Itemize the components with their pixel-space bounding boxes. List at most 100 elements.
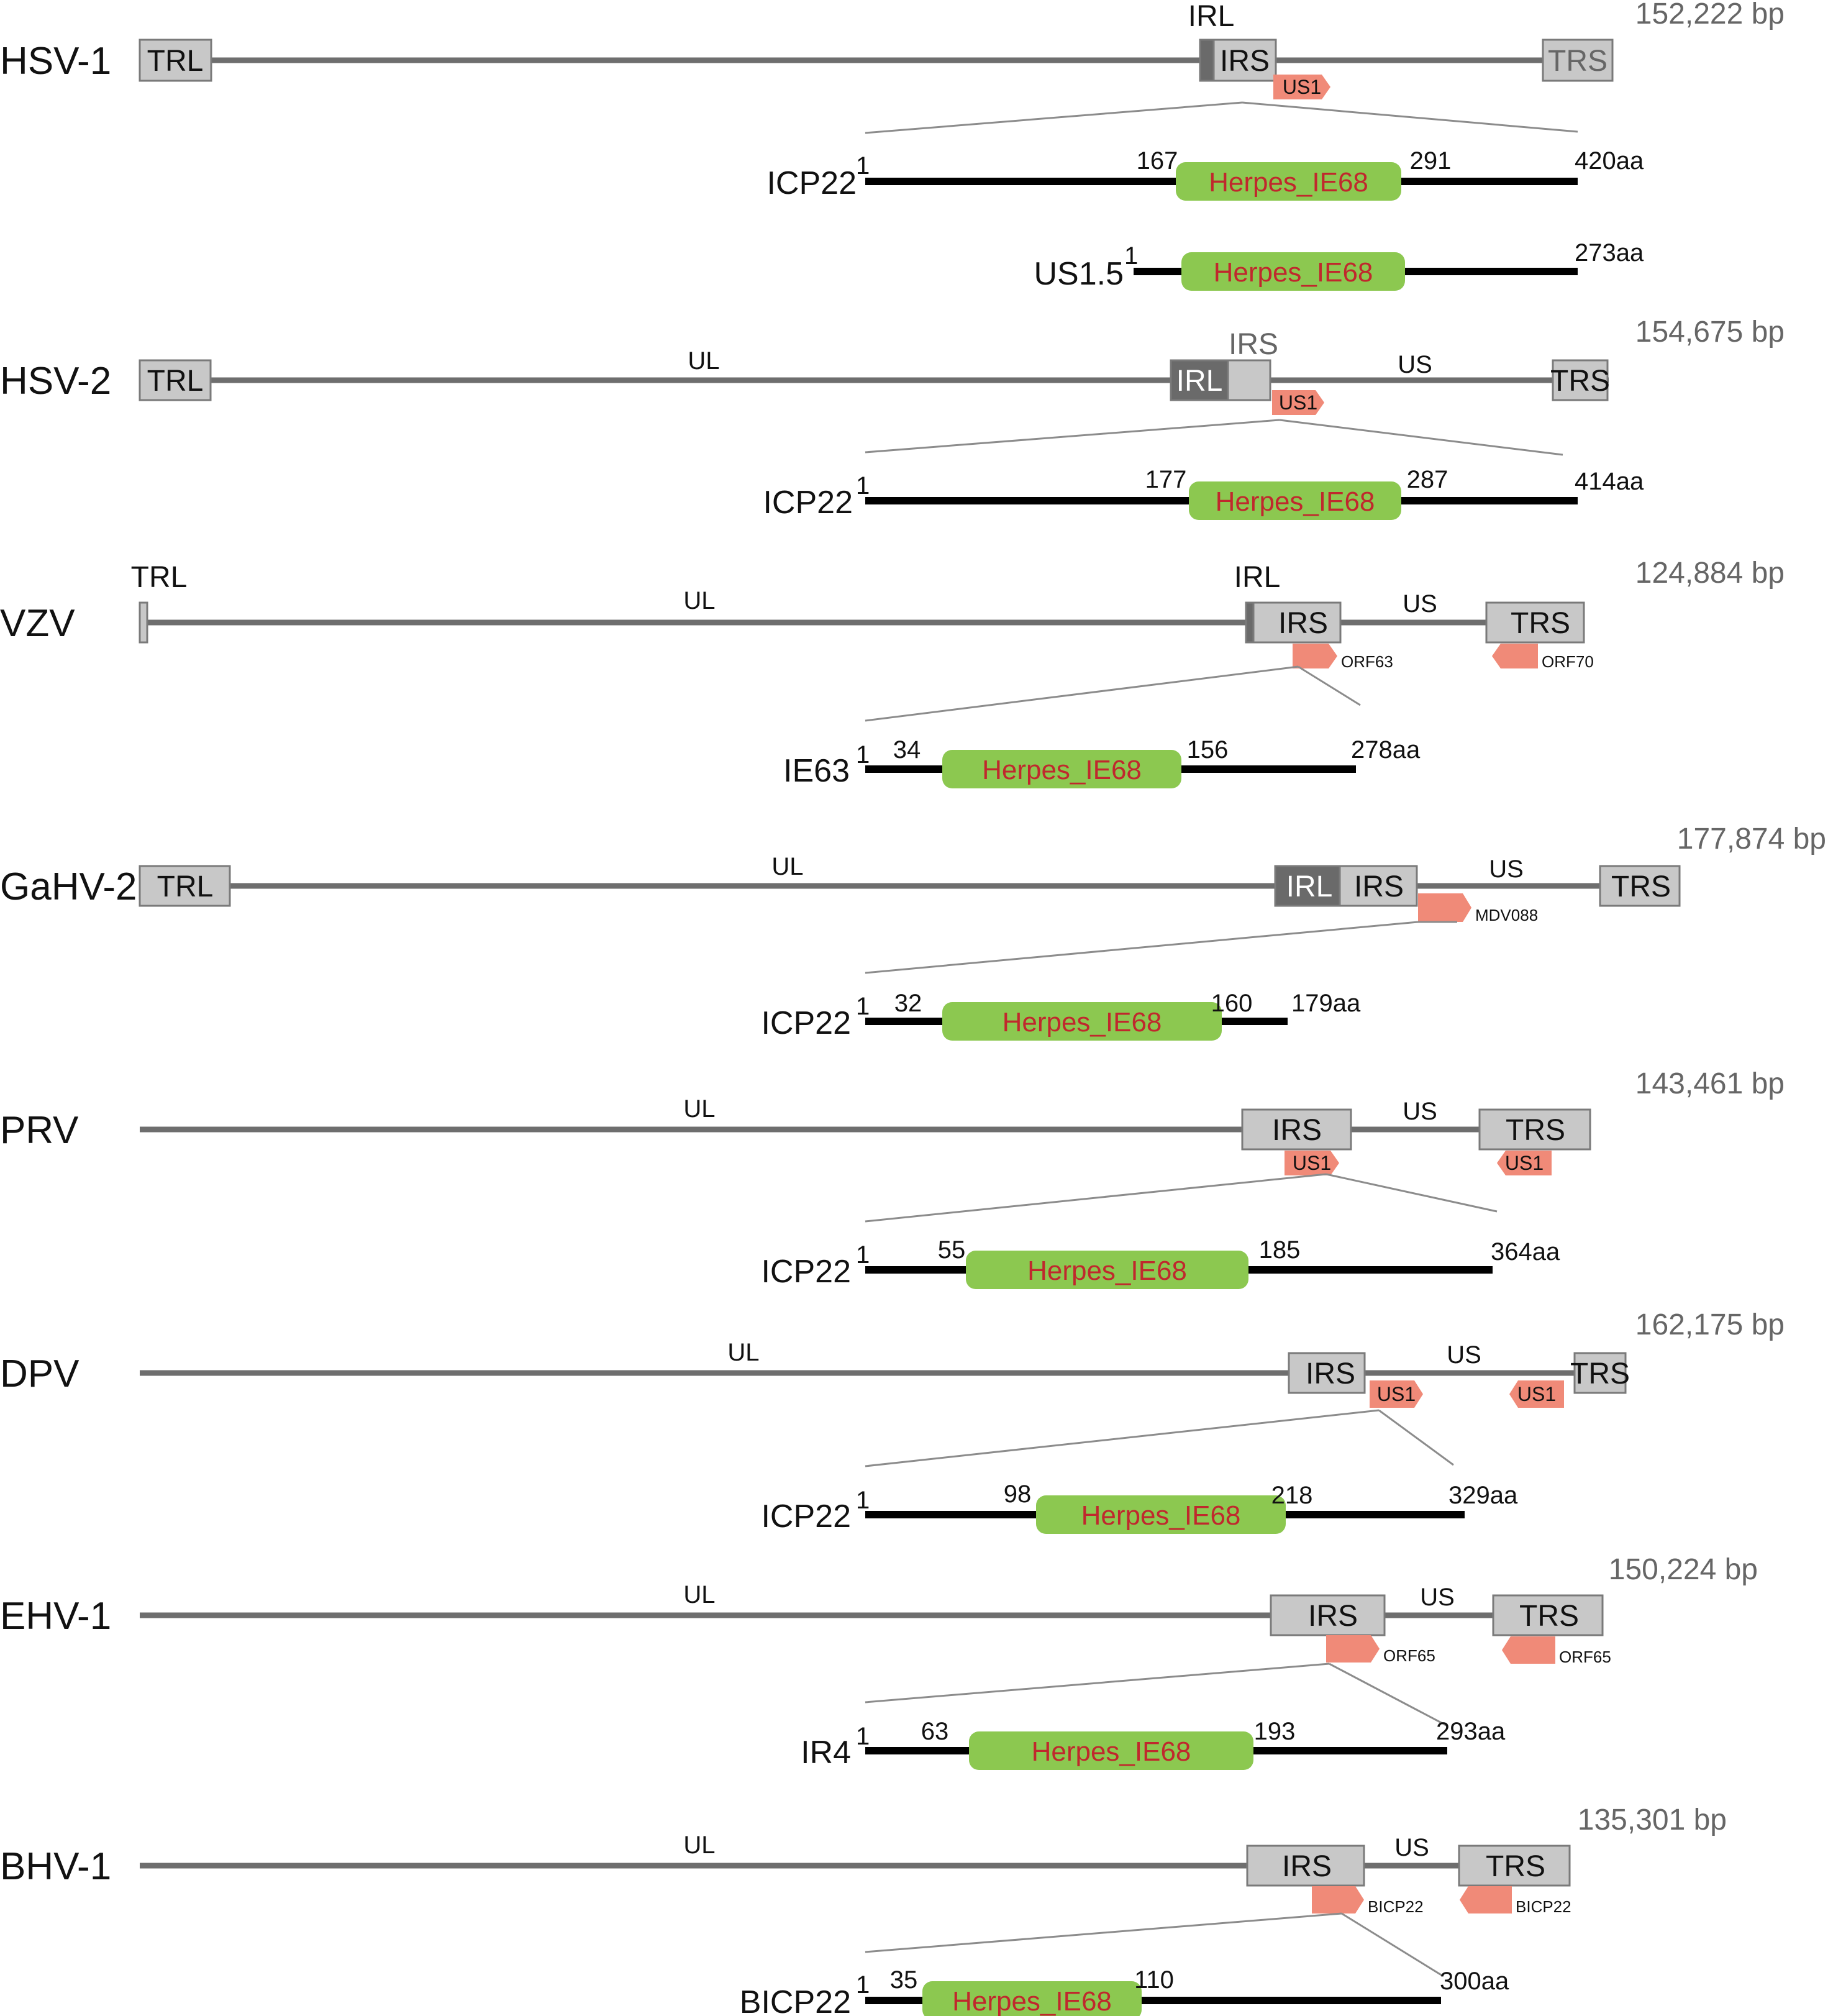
domain-label: Herpes_IE68 bbox=[952, 1986, 1112, 2016]
repeat-box-trs bbox=[1478, 1108, 1591, 1151]
region-label-us: US bbox=[1403, 590, 1437, 618]
protein-name: ICP22 bbox=[761, 1498, 851, 1535]
domain-end: 156 bbox=[1187, 736, 1229, 764]
genome-size: 124,884 bp bbox=[1635, 557, 1785, 590]
gene-label: ORF70 bbox=[1542, 652, 1594, 671]
domain-label: Herpes_IE68 bbox=[1003, 1007, 1162, 1038]
repeat-box-irs bbox=[1270, 1594, 1386, 1636]
repeat-box-trl bbox=[139, 39, 212, 82]
repeat-box-irs bbox=[1252, 601, 1342, 644]
protein-name: ICP22 bbox=[763, 485, 853, 521]
gene-label: US1 bbox=[1517, 1383, 1556, 1405]
repeat-label-irl: IRL bbox=[1176, 365, 1223, 398]
region-label-ul: UL bbox=[683, 1095, 715, 1123]
genome-name: HSV-2 bbox=[0, 360, 111, 403]
herpes-ie68-domain bbox=[942, 1002, 1222, 1041]
domain-start: 35 bbox=[890, 1966, 918, 1994]
repeat-box-trs bbox=[1552, 359, 1609, 401]
repeat-label-trs: TRS bbox=[1611, 870, 1671, 903]
repeat-label-irs: IRS bbox=[1272, 1114, 1322, 1147]
repeat-box-irl bbox=[1170, 359, 1229, 401]
zoom-connector-right bbox=[1341, 1912, 1443, 1977]
repeat-label-irs: IRS bbox=[1306, 1357, 1355, 1390]
gene-label: ORF65 bbox=[1383, 1646, 1435, 1665]
herpes-ie68-domain bbox=[1189, 481, 1401, 520]
repeat-box-trl bbox=[139, 865, 231, 907]
zoom-connector-right bbox=[1279, 419, 1563, 456]
gene-arrow-orf70 bbox=[1492, 644, 1538, 668]
residue-start: 1 bbox=[856, 1241, 870, 1269]
protein-name: BICP22 bbox=[740, 1984, 851, 2016]
repeat-label-irl: IRL bbox=[1188, 0, 1235, 33]
gene-label: US1 bbox=[1505, 1152, 1544, 1174]
repeat-box-trs bbox=[1485, 601, 1585, 644]
region-label-ul: UL bbox=[683, 1581, 715, 1608]
repeat-label-trl: TRL bbox=[147, 45, 204, 78]
zoom-connector-right bbox=[1329, 1663, 1448, 1727]
protein-length: 278aa bbox=[1351, 736, 1421, 764]
protein-length: 300aa bbox=[1440, 1968, 1509, 1995]
repeat-label-irl: IRL bbox=[1286, 870, 1333, 903]
herpes-ie68-domain bbox=[1181, 252, 1405, 291]
repeat-box-trs bbox=[1492, 1594, 1604, 1636]
gene-arrow-us1 bbox=[1370, 1380, 1423, 1408]
protein-length: 179aa bbox=[1291, 990, 1361, 1017]
region-label-ul: UL bbox=[683, 1831, 715, 1859]
residue-start: 1 bbox=[856, 472, 870, 499]
repeat-label-trs: TRS bbox=[1550, 365, 1610, 398]
residue-start: 1 bbox=[856, 1971, 870, 1999]
domain-end: 193 bbox=[1254, 1718, 1296, 1745]
protein-name: ICP22 bbox=[761, 1005, 851, 1041]
domain-end: 160 bbox=[1211, 990, 1253, 1017]
protein-length: 420aa bbox=[1575, 147, 1644, 175]
zoom-connector-left bbox=[865, 665, 1299, 722]
herpes-ie68-domain bbox=[1036, 1495, 1286, 1534]
herpes-ie68-domain bbox=[922, 1981, 1142, 2016]
repeat-label-trs: TRS bbox=[1548, 45, 1607, 78]
zoom-connector-left bbox=[865, 1409, 1380, 1467]
zoom-connector-right bbox=[1298, 665, 1361, 706]
gene-arrow-orf65 bbox=[1326, 1635, 1380, 1663]
repeat-box-irs bbox=[1246, 1845, 1365, 1887]
repeat-label-trs: TRS bbox=[1570, 1357, 1630, 1390]
repeat-label-trs: TRS bbox=[1519, 1600, 1579, 1633]
protein-name: IE63 bbox=[783, 753, 850, 789]
repeat-label-trs: TRS bbox=[1486, 1850, 1545, 1883]
genome-name: HSV-1 bbox=[0, 40, 111, 83]
domain-label: Herpes_IE68 bbox=[1216, 486, 1375, 517]
domain-label: Herpes_IE68 bbox=[1214, 257, 1373, 288]
protein-name: US1.5 bbox=[1034, 256, 1124, 292]
genome-size: 143,461 bp bbox=[1635, 1067, 1785, 1100]
domain-start: 34 bbox=[893, 736, 921, 764]
gene-label: ORF63 bbox=[1341, 652, 1393, 671]
zoom-connector-right bbox=[1242, 101, 1578, 133]
residue-start: 1 bbox=[1124, 242, 1138, 270]
gene-label: MDV088 bbox=[1475, 906, 1538, 924]
protein-name: IR4 bbox=[801, 1735, 851, 1771]
protein-name: ICP22 bbox=[766, 165, 857, 201]
gene-arrow-us1 bbox=[1285, 1151, 1339, 1175]
protein-name: ICP22 bbox=[761, 1254, 851, 1290]
genome-size: 154,675 bp bbox=[1635, 316, 1785, 349]
domain-start: 63 bbox=[921, 1718, 949, 1745]
herpes-ie68-domain bbox=[1176, 162, 1401, 201]
gene-arrow-us1 bbox=[1497, 1151, 1552, 1175]
repeat-box-trs bbox=[1573, 1352, 1627, 1394]
zoom-connector-left bbox=[865, 1173, 1327, 1223]
domain-start: 167 bbox=[1137, 147, 1178, 175]
domain-label: Herpes_IE68 bbox=[1032, 1736, 1191, 1767]
gene-arrow-us1 bbox=[1272, 390, 1324, 415]
repeat-label-irs: IRS bbox=[1308, 1600, 1358, 1633]
gene-arrow-bicp22 bbox=[1460, 1886, 1512, 1913]
genome-name: GaHV-2 bbox=[0, 865, 137, 908]
zoom-connector-left bbox=[865, 101, 1243, 134]
repeat-label-irs: IRS bbox=[1278, 607, 1328, 640]
